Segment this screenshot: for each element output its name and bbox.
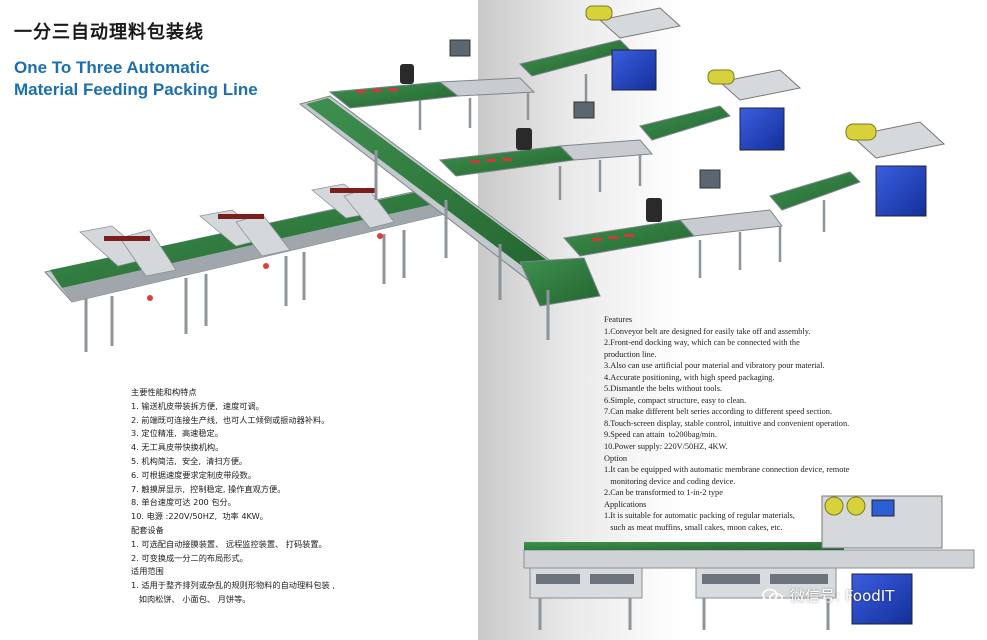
title-english-line2: Material Feeding Packing Line	[14, 80, 258, 99]
branch-conveyor-upper	[328, 39, 631, 130]
en-line: Option	[604, 453, 628, 463]
en-line: 9.Speed can attain to200bag/min.	[604, 430, 717, 440]
cn-line: 8. 单台速度可达 200 包分。	[131, 497, 236, 508]
cn-line: 5. 机构简洁, 安全, 清扫方便。	[131, 455, 248, 466]
cn-line: 配套设备	[131, 524, 164, 535]
title-english-line1: One To Three Automatic	[14, 58, 210, 77]
branch-conveyor-middle	[438, 101, 731, 200]
en-line: monitoring device and coding device.	[604, 476, 736, 486]
cn-line: 主要性能和构特点	[131, 387, 197, 397]
cn-line: 2. 前端既可连接生产线, 也可人工倾倒或振动器补料。	[131, 414, 330, 425]
cn-line: 如肉松饼、 小面包、 月饼等。	[131, 593, 251, 604]
branch-conveyor-lower-right	[563, 169, 861, 278]
title-chinese: 一分三自动理料包装线	[14, 22, 204, 43]
cn-line: 10. 电源 :220V/50HZ, 功率 4KW。	[131, 511, 268, 522]
en-line: 6.Simple, compact structure, easy to cle…	[604, 395, 747, 405]
title-english: One To Three Automatic Material Feeding …	[14, 57, 258, 101]
en-line: 10.Power supply: 220V/50HZ, 4KW.	[604, 442, 728, 452]
cn-line: 4. 无工具皮带快换机构。	[131, 442, 224, 453]
cn-line: 1. 适用于整齐排列或杂乱的规则形物料的自动理料包装 ,	[131, 580, 335, 591]
cn-line: 适用范围	[131, 566, 164, 577]
en-line: such as meat muffins, small cakes, moon …	[604, 522, 783, 532]
chinese-feature-list: 主要性能和构特点 1. 输送机皮带装拆方便, 速度可调。 2. 前端既可连接生产…	[131, 386, 335, 607]
wechat-icon	[762, 588, 783, 603]
cn-line: 1. 输送机皮带装拆方便, 速度可调。	[131, 400, 264, 411]
en-line: 1.Conveyor belt are designed for easily …	[604, 326, 811, 336]
en-line: 1.It can be equipped with automatic memb…	[604, 465, 850, 475]
en-line: 7.Can make different belt series accordi…	[604, 407, 833, 417]
en-line: production line.	[604, 349, 657, 359]
infeed-conveyor	[44, 183, 463, 352]
wechat-watermark: 微信号: FoodIT	[762, 585, 894, 606]
cn-line: 1. 可选配自动接膜装置、 远程监控装置、 打码装置。	[131, 538, 327, 549]
en-line: Features	[604, 315, 633, 324]
en-line: 5.Dismantle the belts without tools.	[604, 384, 722, 394]
en-line: 3.Also can use artificial pour material …	[604, 361, 825, 371]
en-line: Applications	[604, 499, 647, 509]
en-line: 8.Touch-screen display, stable control, …	[604, 418, 850, 428]
branch-conveyor-lower	[298, 95, 601, 340]
watermark-text: 微信号: FoodIT	[790, 587, 895, 605]
cn-line: 3. 定位精准, 高速稳定。	[131, 428, 223, 439]
cn-line: 6. 可根据速度要求定制皮带段数。	[131, 469, 257, 480]
en-line: 2.Front-end docking way, which can be co…	[604, 338, 800, 348]
english-feature-list: Features 1.Conveyor belt are designed fo…	[604, 314, 849, 533]
bottom-packing-line	[523, 495, 975, 630]
packing-machine-2	[707, 69, 802, 151]
cn-line: 7. 触摸屏显示, 控制稳定, 操作直观方便。	[131, 483, 286, 494]
en-line: 2.Can be transformed to 1-in-2 type	[604, 488, 723, 498]
packing-machine-3	[845, 121, 946, 217]
en-line: 1.It is suitable for automatic packing o…	[604, 511, 795, 521]
packing-machine-1	[585, 5, 682, 91]
cn-line: 2. 可变换成一分二的布局形式。	[131, 552, 248, 563]
en-line: 4.Accurate positioning, with high speed …	[604, 372, 775, 382]
